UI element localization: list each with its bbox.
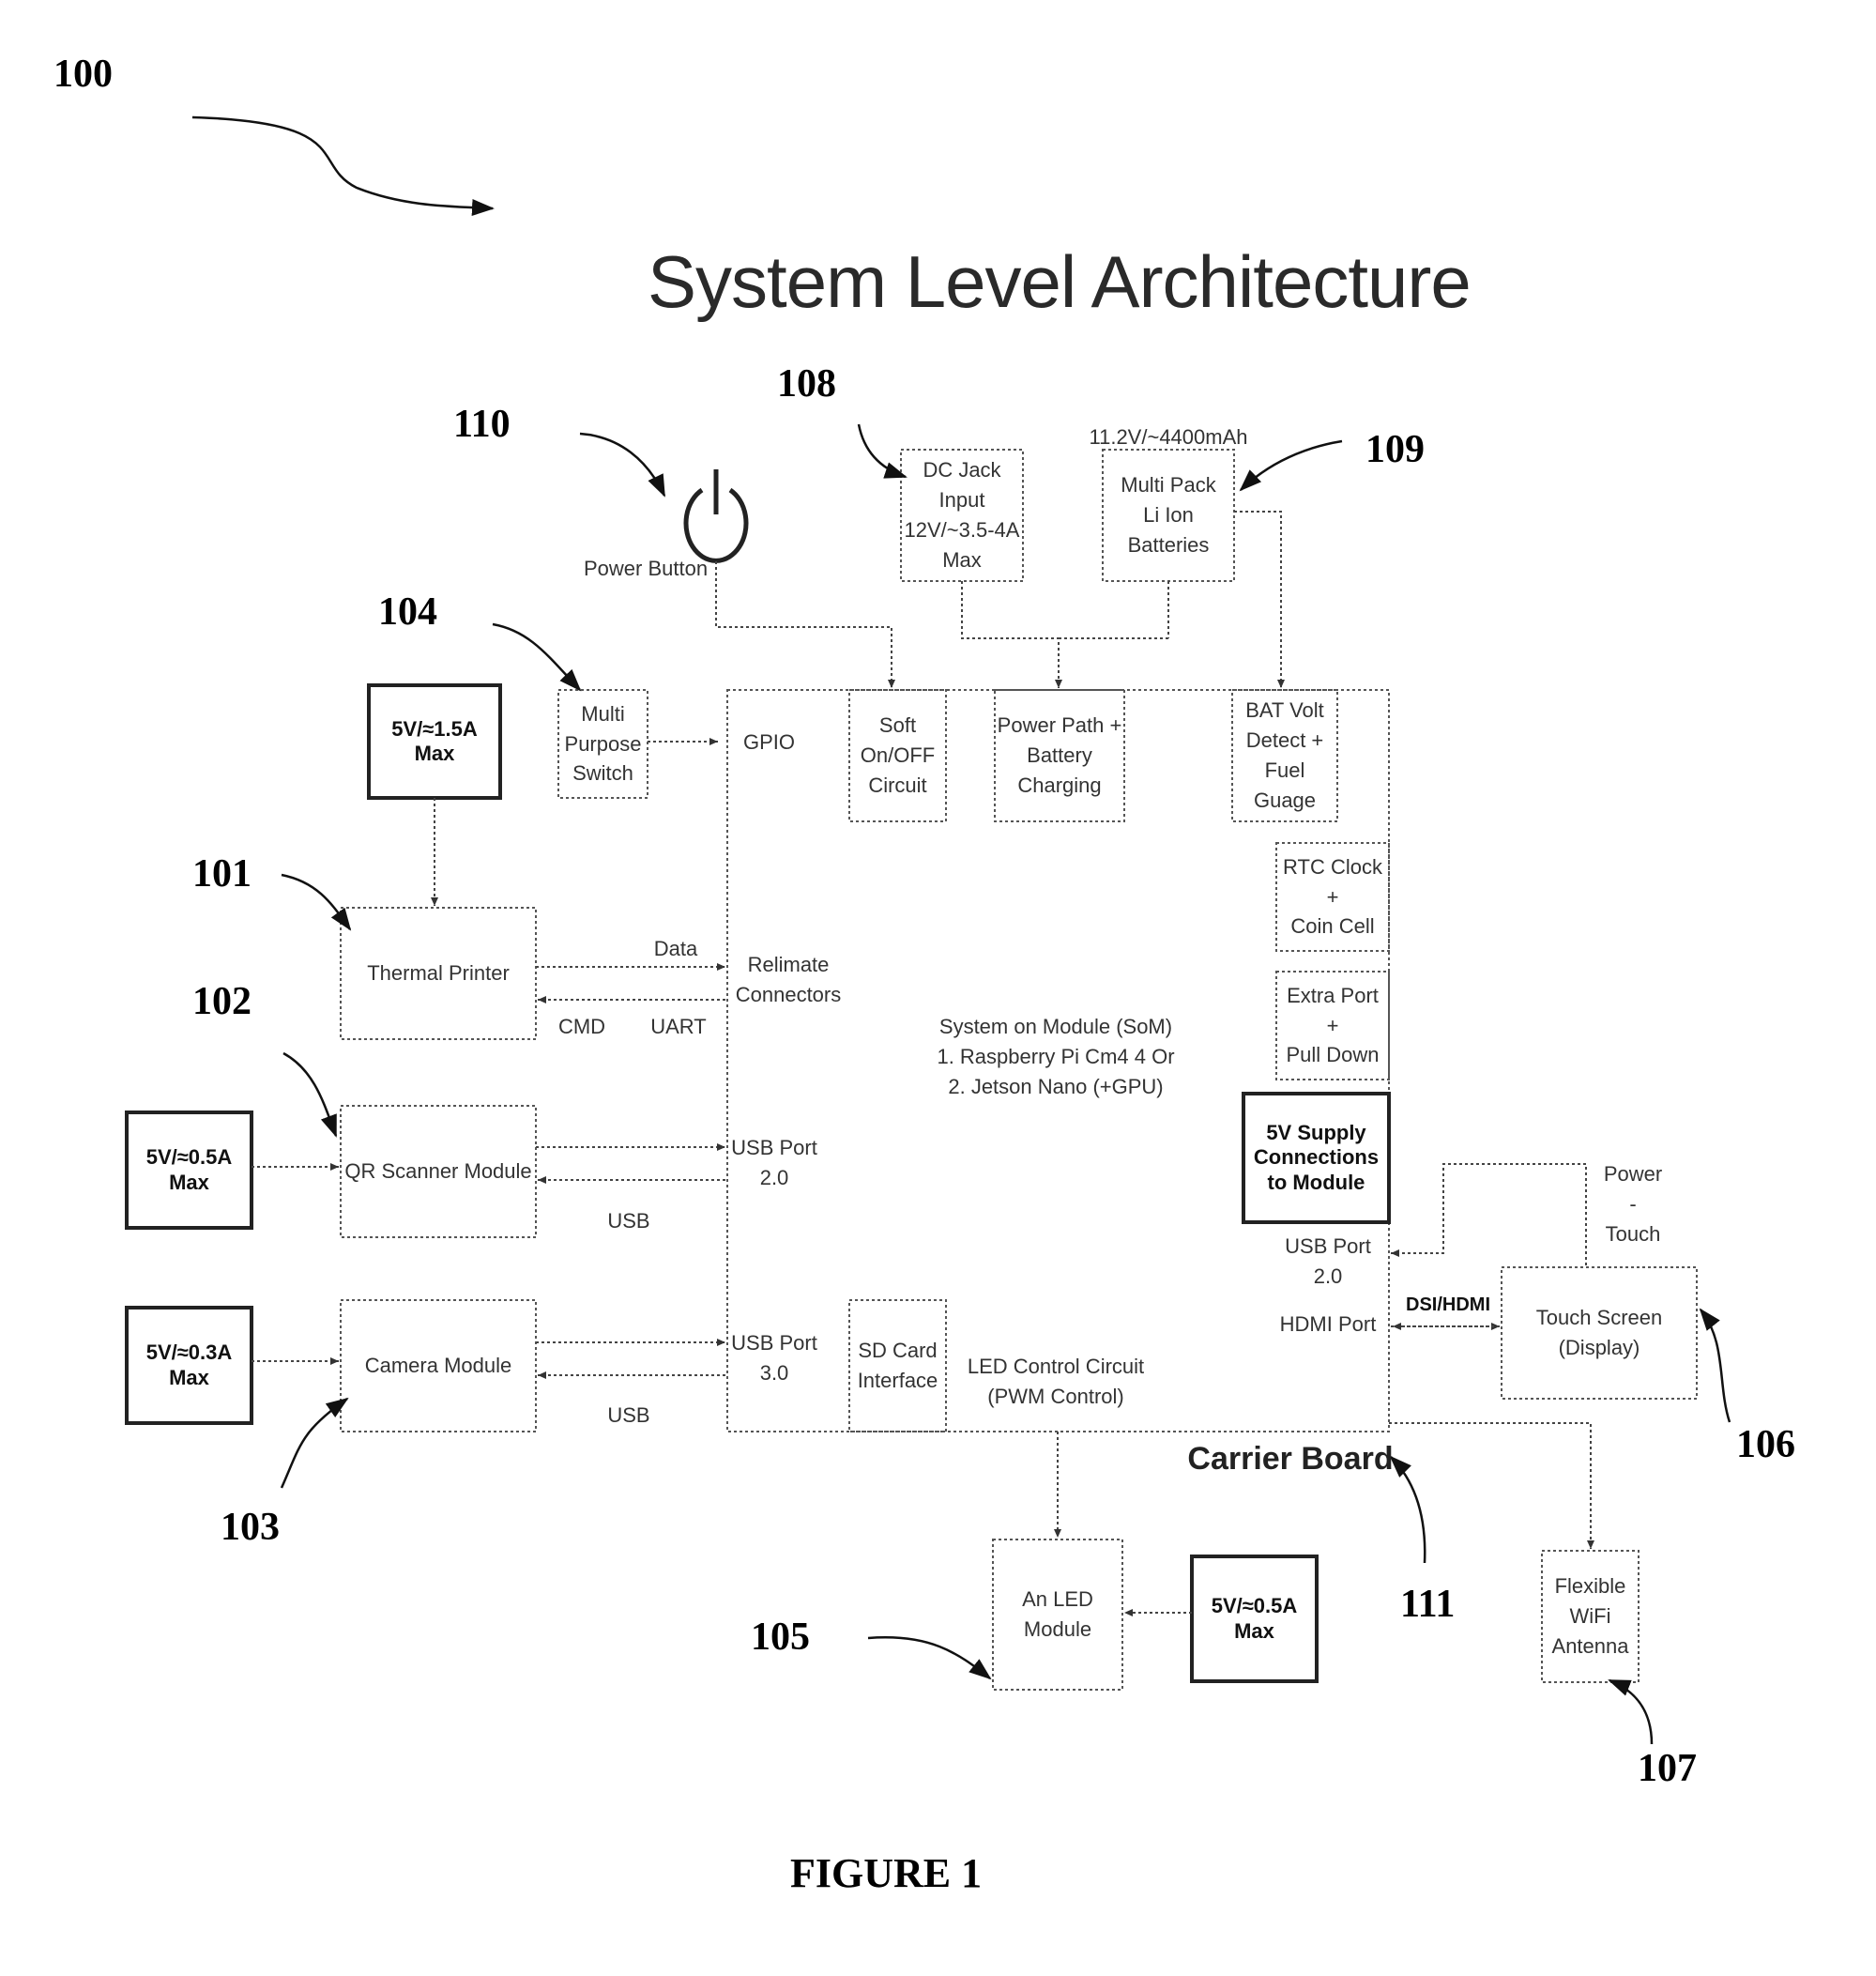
battery-spec-label: 11.2V/~4400mAh xyxy=(1089,425,1248,449)
dc-jack-box xyxy=(900,449,1024,582)
cmd-label: CMD xyxy=(557,1015,606,1038)
ref-108-leader xyxy=(857,423,907,479)
bat-volt-box xyxy=(1231,689,1338,822)
supply-led-label: 5V/≈0.5A Max xyxy=(1211,1594,1298,1643)
led-module-label: An LED Module xyxy=(1022,1587,1093,1641)
supply-camera-label: 5V/≈0.3A Max xyxy=(145,1340,233,1389)
figure-caption: FIGURE 1 xyxy=(790,1850,983,1896)
ref-111: 111 xyxy=(1400,1583,1456,1626)
data-label: Data xyxy=(653,937,698,960)
ref-107-leader xyxy=(1608,1678,1654,1745)
power-path-box xyxy=(994,689,1125,822)
uart-label: UART xyxy=(650,1015,707,1038)
dc-jack-to-power-path xyxy=(961,581,1062,688)
ref-109: 109 xyxy=(1365,428,1425,471)
ref-106: 106 xyxy=(1736,1423,1795,1466)
led-control-label: LED Control Circuit (PWM Control) xyxy=(967,1355,1145,1408)
dc-jack-label: DC Jack Input 12V/~3.5-4A Max xyxy=(904,458,1020,572)
ref-103: 103 xyxy=(221,1506,280,1549)
batteries-to-bat-volt xyxy=(1234,511,1285,688)
ref-100: 100 xyxy=(53,53,113,96)
ref-101: 101 xyxy=(192,852,252,896)
soft-onoff-box xyxy=(848,689,947,822)
batteries-label: Multi Pack Li Ion Batteries xyxy=(1121,473,1216,557)
rtc-box xyxy=(1275,842,1390,952)
ref-106-leader xyxy=(1699,1308,1731,1423)
power-button-label: Power Button xyxy=(584,557,709,580)
usb20-left-label: USB Port 2.0 xyxy=(731,1136,817,1189)
carrier-to-wifi xyxy=(1389,1422,1594,1549)
ref-111-leader xyxy=(1389,1455,1426,1564)
supply-module-label: 5V Supply Connections to Module xyxy=(1253,1120,1380,1194)
ref-101-leader xyxy=(281,873,352,931)
ref-104: 104 xyxy=(378,590,437,634)
usb-b-label: USB xyxy=(607,1403,650,1427)
ref-109-leader xyxy=(1239,439,1343,492)
power-button-icon xyxy=(683,469,749,563)
sd-card-box xyxy=(848,1299,947,1432)
qr-scanner-box xyxy=(340,1105,537,1238)
led-module-box xyxy=(992,1539,1123,1691)
supply-camera-box xyxy=(125,1306,253,1425)
ref-110: 110 xyxy=(453,403,511,446)
rtc-label: RTC Clock + Coin Cell xyxy=(1283,854,1382,939)
ref-105: 105 xyxy=(751,1616,810,1659)
wifi-box xyxy=(1541,1550,1640,1683)
ref-102-leader xyxy=(282,1051,338,1138)
touch-screen-label: Touch Screen (Display) xyxy=(1535,1306,1663,1359)
ref-105-leader xyxy=(867,1636,992,1680)
ref-107: 107 xyxy=(1638,1747,1697,1790)
carrier-board-label: Carrier Board xyxy=(1187,1441,1394,1477)
ref-100-leader xyxy=(191,115,495,217)
page-title: System Level Architecture xyxy=(648,240,1472,323)
qr-scanner-label: QR Scanner Module xyxy=(344,1159,532,1184)
hdmi-label: HDMI Port xyxy=(1279,1312,1377,1336)
carrier-board-box xyxy=(726,689,1390,1432)
bat-volt-label: BAT Volt Detect + Fuel Guage xyxy=(1245,698,1324,812)
ref-103-leader xyxy=(280,1397,349,1489)
supply-scanner-label: 5V/≈0.5A Max xyxy=(145,1145,233,1194)
usb30-label: USB Port 3.0 xyxy=(731,1331,817,1385)
thermal-printer-label: Thermal Printer xyxy=(367,961,510,986)
switch-box xyxy=(557,689,648,799)
supply-scanner-box xyxy=(125,1111,253,1230)
ref-102: 102 xyxy=(192,980,252,1023)
touch-screen-box xyxy=(1501,1266,1698,1400)
power-path-label: Power Path + Battery Charging xyxy=(997,713,1122,797)
sd-card-label: SD Card Interface xyxy=(857,1339,938,1392)
power-button-to-soft-onoff xyxy=(715,561,895,688)
soft-onoff-label: Soft On/OFF Circuit xyxy=(860,713,936,797)
wifi-label: Flexible WiFi Antenna xyxy=(1551,1574,1629,1658)
camera-label: Camera Module xyxy=(364,1354,512,1378)
thermal-printer-box xyxy=(340,907,537,1040)
power-touch-label: Power - Touch xyxy=(1603,1162,1663,1246)
som-label: System on Module (SoM) 1. Raspberry Pi C… xyxy=(937,1015,1175,1098)
supply-printer-label: 5V/≈1.5A Max xyxy=(391,716,478,765)
camera-box xyxy=(340,1299,537,1432)
extra-port-label: Extra Port + Pull Down xyxy=(1286,983,1380,1067)
supply-led-box xyxy=(1190,1555,1319,1683)
ref-108: 108 xyxy=(777,362,836,406)
relimate-label: Relimate Connectors xyxy=(735,953,842,1006)
supply-module-box xyxy=(1242,1092,1391,1224)
usb20-right-label: USB Port 2.0 xyxy=(1285,1234,1371,1288)
touch-power-to-usb20 xyxy=(1391,1163,1587,1265)
ref-110-leader xyxy=(579,432,666,498)
dsi-label: DSI/HDMI xyxy=(1406,1294,1490,1315)
usb-a-label: USB xyxy=(607,1209,650,1233)
ref-104-leader xyxy=(492,622,582,692)
extra-port-box xyxy=(1275,971,1390,1080)
gpio-label: GPIO xyxy=(743,730,796,754)
switch-label: Multi Purpose Switch xyxy=(564,701,642,786)
